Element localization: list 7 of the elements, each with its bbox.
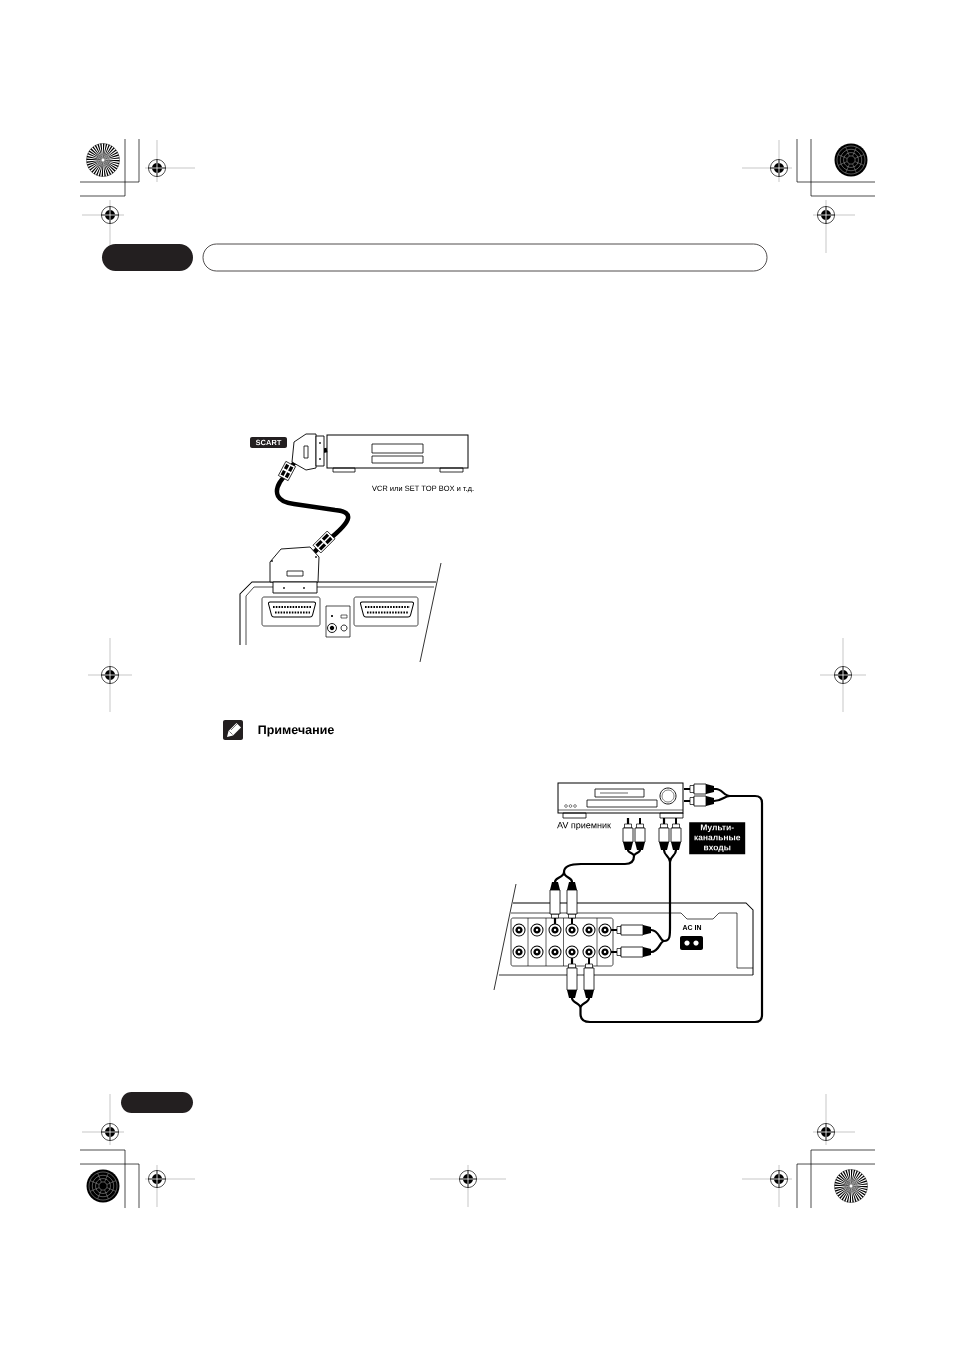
label-badge: Мульти- канальные входы <box>689 822 746 855</box>
device-label: AV приемник <box>557 822 611 831</box>
receiver-drawing <box>557 782 684 819</box>
rear-panel-drawing <box>493 883 754 991</box>
rear-panel-drawing <box>239 562 442 663</box>
vcr-drawing <box>326 434 469 473</box>
note-heading: Примечание <box>258 725 334 737</box>
